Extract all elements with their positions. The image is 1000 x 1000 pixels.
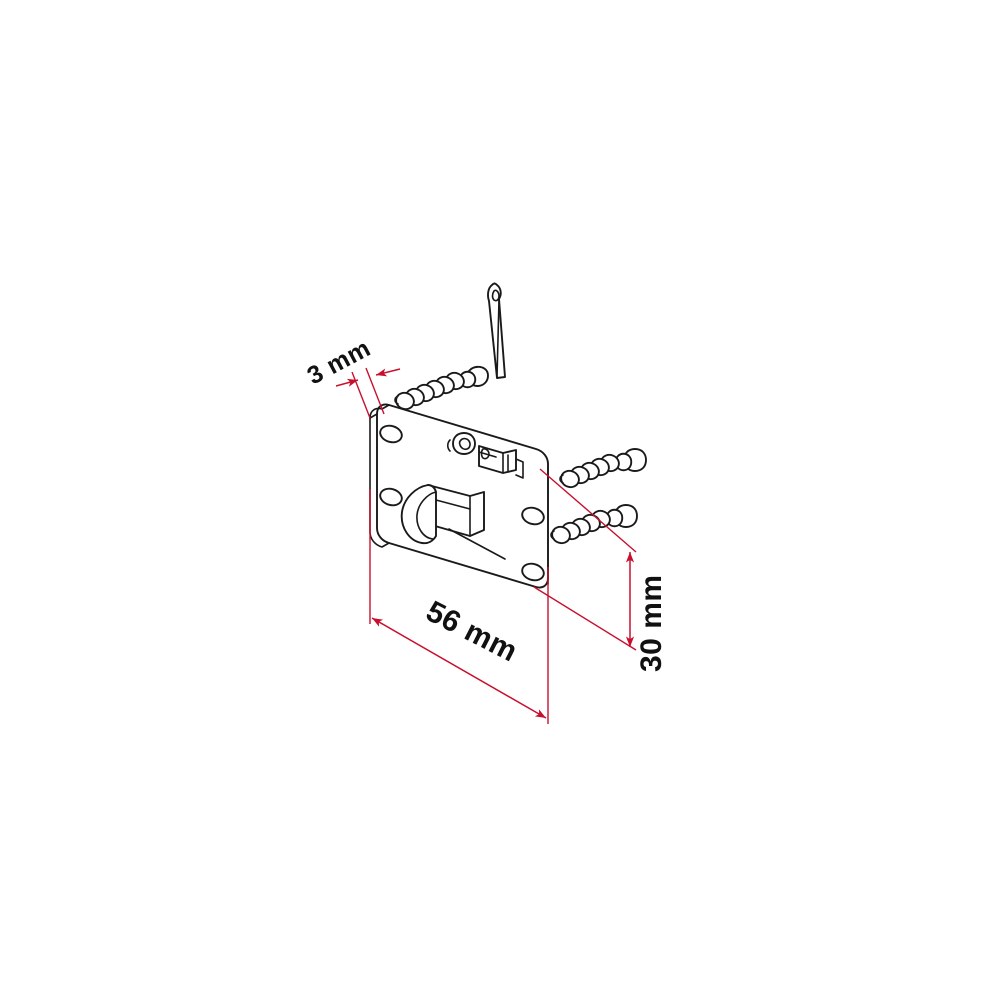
dim-arrow-line <box>375 368 401 377</box>
screw-middle <box>559 448 647 489</box>
hex-knob-pin <box>400 484 506 560</box>
dimension-label-3mm: 3 mm <box>303 334 376 390</box>
dimension-label-30mm: 30 mm <box>635 574 668 672</box>
mounting-hole <box>379 487 403 507</box>
mounting-hole <box>379 424 403 444</box>
dim-extension-line <box>365 367 385 415</box>
dimension-label-56mm: 56 mm <box>421 595 523 669</box>
dim-extension-line <box>539 468 637 553</box>
dimension-30mm: 30 mm <box>533 468 668 672</box>
washer <box>446 432 476 455</box>
mounting-hole <box>521 562 545 582</box>
screw-bottom <box>550 504 638 545</box>
dim-arrow-line <box>371 617 547 719</box>
dim-extension-line <box>533 586 637 651</box>
cotter-split-pin <box>487 282 506 379</box>
screw-top <box>394 365 489 411</box>
dim-extension-line <box>351 371 371 419</box>
bracket-block <box>478 445 524 479</box>
dim-arrow-line <box>335 378 359 387</box>
mounting-hole <box>521 506 545 526</box>
